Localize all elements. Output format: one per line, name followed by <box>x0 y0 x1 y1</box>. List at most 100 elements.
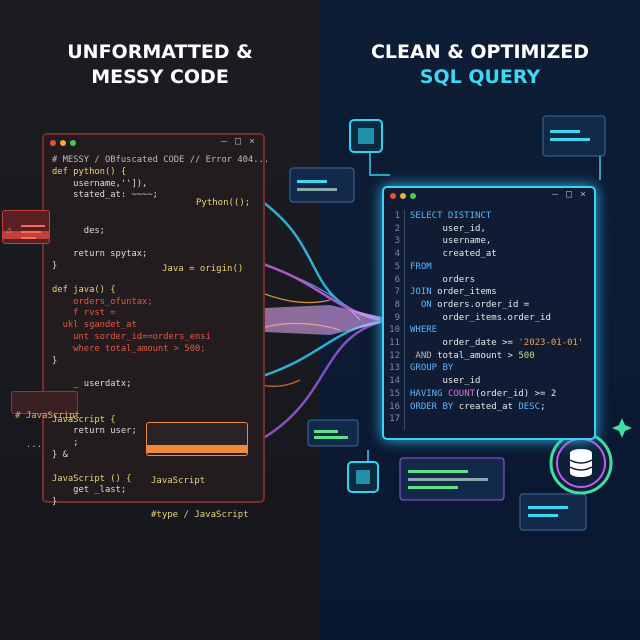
code-line: orders_ofuntax; <box>52 296 153 307</box>
sql-token: order_items <box>437 287 497 298</box>
sql-token: '2023-01-01' <box>518 338 584 349</box>
sql-line <box>410 413 583 426</box>
code-line: _ userdatx; <box>52 379 132 390</box>
sql-line: FROM <box>410 261 583 274</box>
minimize-dot[interactable] <box>60 140 66 146</box>
sql-line: user_id, <box>410 223 583 236</box>
sql-token: AND <box>410 350 438 361</box>
sql-line: HAVING COUNT(order_id) >= 2 <box>410 388 583 401</box>
sql-token: WHERE <box>410 325 438 336</box>
line-number: 1 <box>394 211 400 221</box>
minimize-button[interactable]: – <box>551 189 558 200</box>
code-line: username,'']), <box>52 178 148 189</box>
popup-line: ... <box>15 439 43 450</box>
heading-line: UNFORMATTED & <box>67 41 253 63</box>
line-number: 8 <box>394 299 400 310</box>
close-dot[interactable] <box>390 193 396 199</box>
close-button[interactable]: × <box>248 136 255 147</box>
code-line: des; <box>52 225 105 236</box>
code-line: } <box>52 355 58 366</box>
line-number: 17 <box>389 414 400 425</box>
sql-token: user_id <box>410 376 481 387</box>
close-dot[interactable] <box>50 140 56 146</box>
sql-token: HAVING <box>410 388 448 399</box>
popup-titlebar <box>3 231 49 239</box>
code-line <box>52 214 269 226</box>
code-line: JavaScript { <box>52 414 116 425</box>
maximize-button[interactable]: □ <box>565 189 572 200</box>
sql-token: (order_id) >= 2 <box>475 388 557 399</box>
sql-line: ON orders.order_id = <box>410 299 583 312</box>
sql-token: ON <box>410 299 438 310</box>
sql-token: SELECT DISTINCT <box>410 211 492 221</box>
messy-heading: UNFORMATTED & MESSY CODE <box>0 40 320 90</box>
sparkle-icon <box>612 418 632 438</box>
sql-line: order_date >= '2023-01-01' <box>410 337 584 350</box>
window-titlebar: – □ × <box>384 188 594 204</box>
maximize-button[interactable]: □ <box>234 136 241 147</box>
code-line: } <box>52 497 58 508</box>
gutter-divider <box>404 210 405 430</box>
code-line <box>52 391 269 403</box>
code-line: get _last; <box>52 485 127 496</box>
sql-token: DESC <box>518 401 541 412</box>
sql-token: total_amount > <box>437 350 519 361</box>
clean-heading: CLEAN & OPTIMIZED SQL QUERY <box>320 40 640 90</box>
code-comment: # MESSY / OBfuscated CODE // Error 404..… <box>52 155 270 165</box>
sql-token: 500 <box>518 350 535 361</box>
sql-token: created_at <box>458 401 519 412</box>
code-line: return user; <box>52 426 137 437</box>
close-button[interactable]: × <box>579 189 586 200</box>
maximize-dot[interactable] <box>70 140 76 146</box>
heading-line: MESSY CODE <box>91 66 229 88</box>
sql-line: SELECT DISTINCT <box>410 210 583 223</box>
sql-line: AND total_amount > 500 <box>410 350 583 363</box>
line-number: 12 <box>389 350 400 361</box>
warning-icon: ⚠ <box>6 223 13 236</box>
maximize-dot[interactable] <box>410 193 416 199</box>
minimize-button[interactable]: – <box>220 136 227 147</box>
code-line: JavaScript () { <box>52 473 132 484</box>
cpu-chip-icon <box>347 461 379 493</box>
error-popup: ⚠ <box>2 210 50 244</box>
line-number: 7 <box>394 287 400 298</box>
javascript-type-popup: JavaScript #type / JavaScript <box>146 422 249 520</box>
sql-token: GROUP BY <box>410 363 454 374</box>
code-line: where total_amount > 500; <box>52 343 206 354</box>
floating-code-label: Java = origin() <box>162 264 244 274</box>
sql-line: ORDER BY created_at DESC; <box>410 401 583 414</box>
sql-line: created_at <box>410 248 583 261</box>
sql-line: user_id <box>410 375 583 388</box>
sql-token: ORDER BY <box>410 401 459 412</box>
code-line: return spytax; <box>52 249 148 260</box>
line-number: 9 <box>394 312 400 323</box>
sql-token: JOIN <box>410 287 438 298</box>
code-line <box>52 403 269 415</box>
floating-code-label: Python((); <box>196 198 251 208</box>
sql-token: orders <box>410 274 476 285</box>
sql-token: orders.order_id = <box>437 299 530 310</box>
line-number: 6 <box>394 274 400 285</box>
window-titlebar: – □ × <box>44 135 263 151</box>
cpu-chip-icon <box>349 119 383 153</box>
database-icon <box>549 431 613 495</box>
sql-line: WHERE <box>410 324 583 337</box>
sql-token: user_id, <box>410 223 486 234</box>
popup-line: # JavaScript <box>15 411 81 421</box>
sql-token: FROM <box>410 261 432 272</box>
sql-code: SELECT DISTINCT user_id, username, creat… <box>410 210 583 426</box>
code-line: unt sorder_id==orders_ensi <box>52 331 211 342</box>
sql-line: orders <box>410 274 583 287</box>
sql-token: ; <box>540 401 546 412</box>
code-line: def java() { <box>52 284 116 295</box>
minimize-dot[interactable] <box>400 193 406 199</box>
line-number: 16 <box>389 401 400 412</box>
heading-line: CLEAN & OPTIMIZED <box>370 41 590 63</box>
code-line <box>52 367 269 379</box>
code-line: } & <box>52 449 68 460</box>
code-line <box>52 238 269 250</box>
line-number: 5 <box>394 261 400 272</box>
popup-line: #type / JavaScript <box>151 510 249 520</box>
popup-titlebar <box>147 445 247 453</box>
